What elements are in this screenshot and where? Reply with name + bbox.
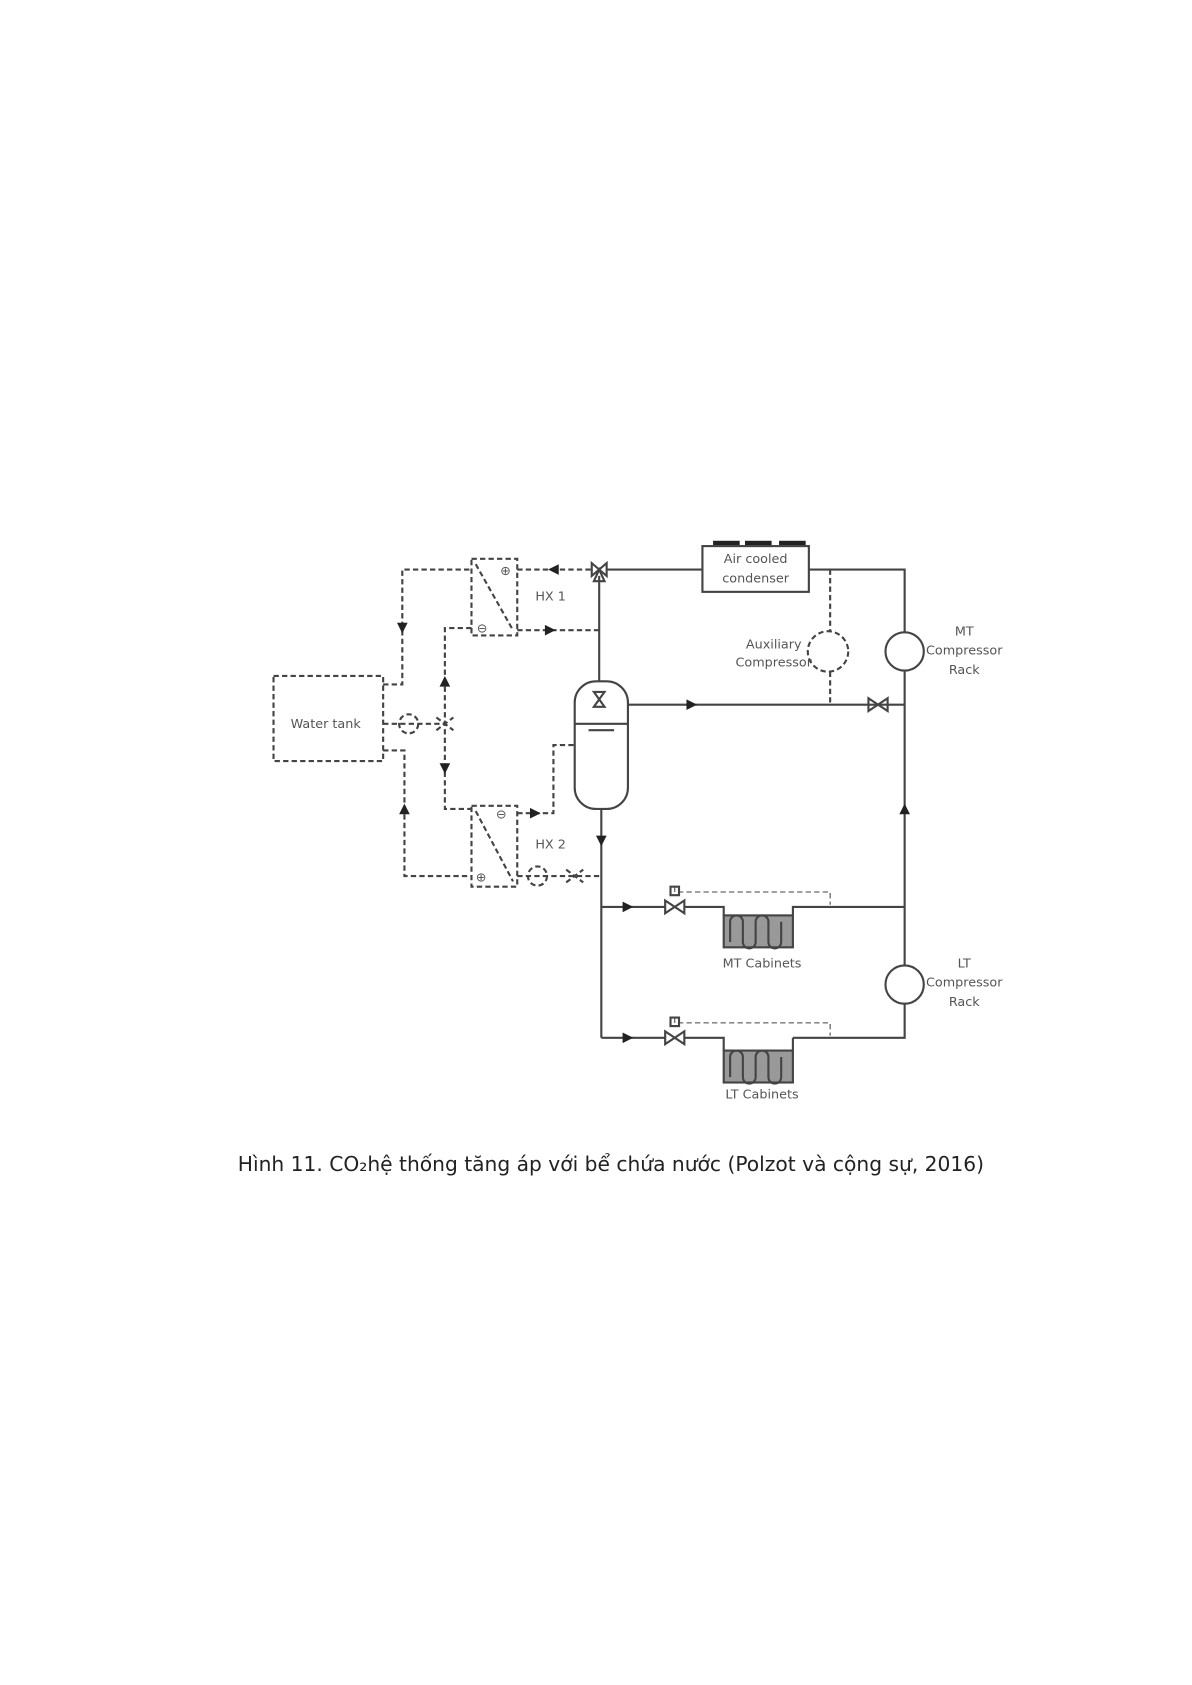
figure-caption: Hình 11. CO₂hệ thống tăng áp với bể chứa… xyxy=(238,1152,984,1176)
mt-rack-label: Compressor xyxy=(926,644,1003,659)
valve-icon xyxy=(591,690,607,708)
lt-expansion-valve-icon xyxy=(664,1029,686,1047)
mt-expansion-valve-icon xyxy=(664,898,686,916)
aux-label: Compressor xyxy=(736,655,813,670)
valve-icon xyxy=(565,868,584,884)
lt-cabinets-label: LT Cabinets xyxy=(725,1087,799,1102)
aux-label: Auxiliary xyxy=(746,637,802,652)
water-tank-label: Water tank xyxy=(291,717,362,732)
hx1-plus-icon: ⊕ xyxy=(500,564,511,579)
hx1 xyxy=(470,557,519,637)
mt-cabinets-label: MT Cabinets xyxy=(723,957,802,972)
condenser-label: Air cooled xyxy=(724,552,788,567)
three-way-valve-icon xyxy=(435,716,455,732)
lt-rack-label: Compressor xyxy=(926,976,1003,991)
mt-compressor-icon xyxy=(884,631,925,672)
water-pump-icon xyxy=(398,713,420,735)
receiver-vessel xyxy=(573,680,629,811)
valve-icon xyxy=(867,696,889,714)
auxiliary-compressor-icon xyxy=(806,630,850,673)
hx2-minus-icon: ⊖ xyxy=(496,808,507,823)
refrigerant-circuit: Air cooled condenser Auxiliary Compresso… xyxy=(573,540,1003,1102)
mt-rack-label: MT xyxy=(955,624,974,639)
water-loop: Water tank ⊕ ⊖ HX 1 ⊖ ⊕ HX 2 xyxy=(272,557,602,888)
mt-cabinet xyxy=(722,914,794,949)
lt-rack-label: LT xyxy=(958,957,971,972)
condenser-label: condenser xyxy=(722,571,789,586)
lt-compressor-icon xyxy=(884,964,925,1005)
mt-rack-label: Rack xyxy=(949,663,980,678)
hx2 xyxy=(470,804,519,888)
lt-rack-label: Rack xyxy=(949,995,980,1010)
lt-cabinet xyxy=(722,1049,794,1084)
hx1-minus-icon: ⊖ xyxy=(477,621,488,636)
hx2-plus-icon: ⊕ xyxy=(476,870,487,885)
hx2-pump-icon xyxy=(526,865,549,887)
hx2-label: HX 2 xyxy=(535,837,566,852)
water-tank xyxy=(272,674,385,763)
hx1-label: HX 1 xyxy=(535,589,566,604)
